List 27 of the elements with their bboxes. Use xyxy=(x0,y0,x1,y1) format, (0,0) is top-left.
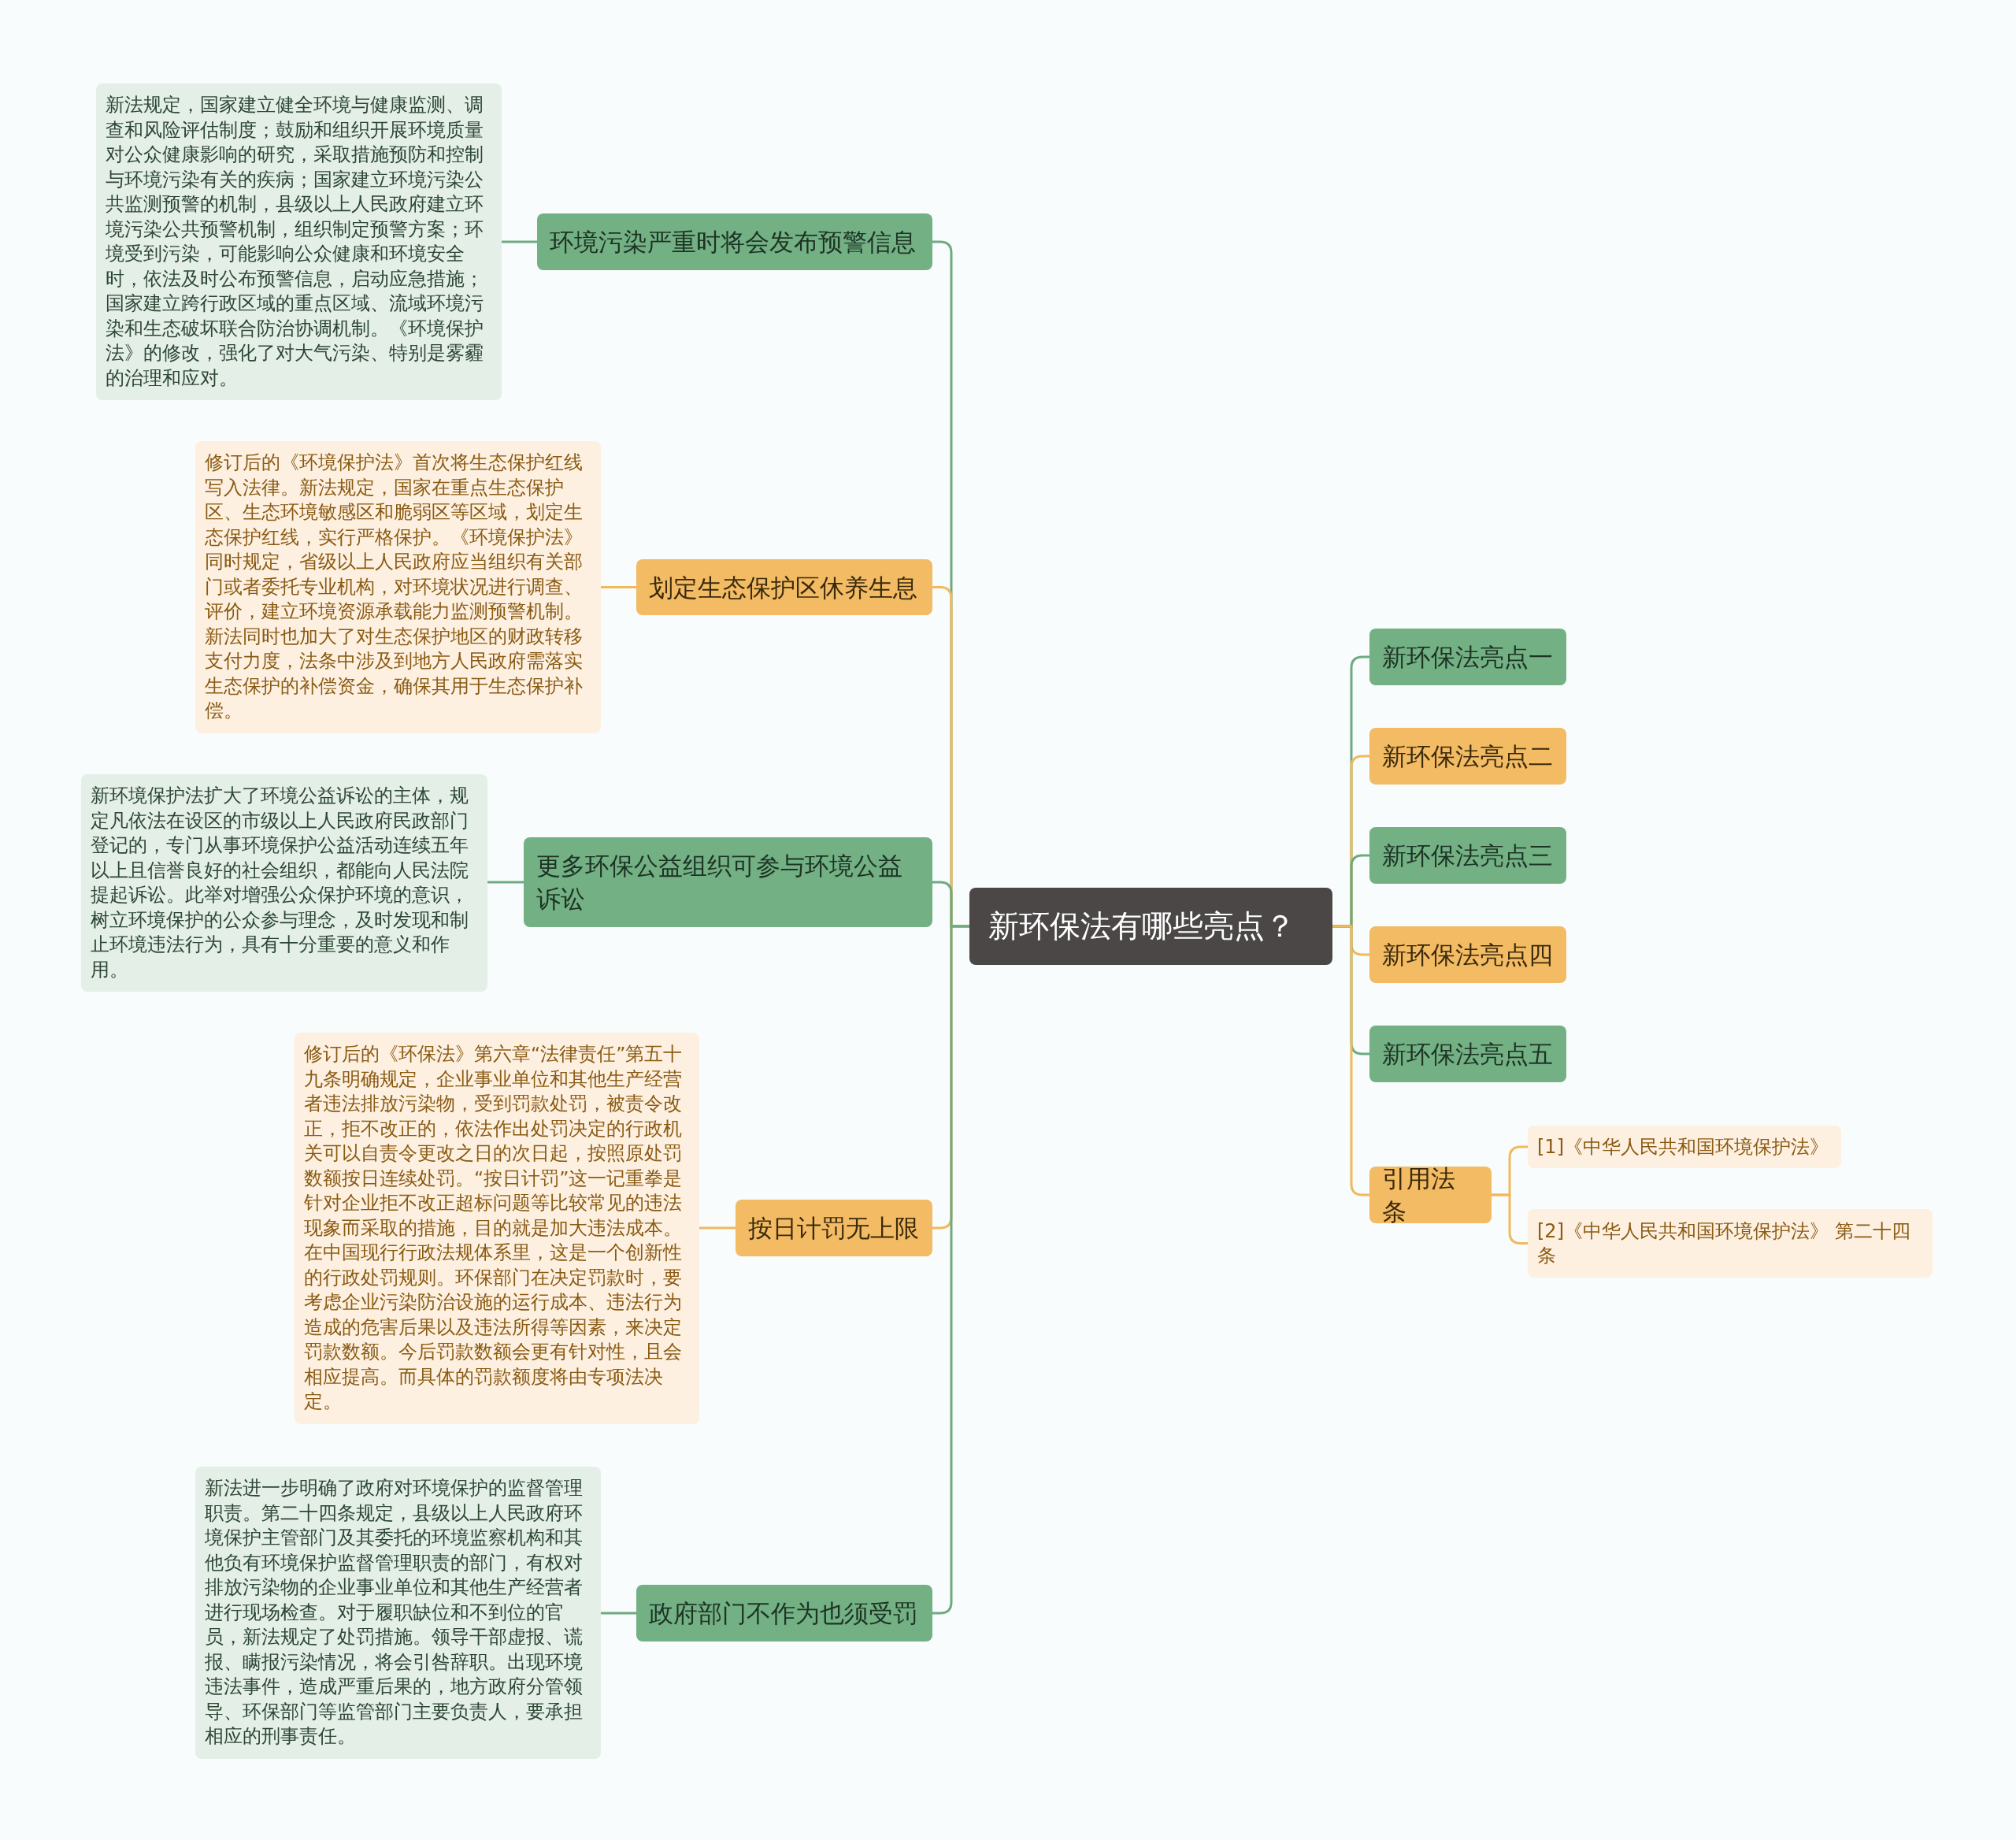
branch-topic: 更多环保公益组织可参与环境公益诉讼 xyxy=(524,837,932,927)
branch-topic: 新环保法亮点二 xyxy=(1369,728,1566,785)
reference-card: [2]《中华人民共和国环境保护法》 第二十四条 xyxy=(1528,1209,1933,1278)
branch-topic: 新环保法亮点三 xyxy=(1369,827,1566,884)
connector-line xyxy=(932,925,969,1615)
note-card: 新环境保护法扩大了环境公益诉讼的主体，规定凡依法在设区的市级以上人民政府民政部门登记的，专门从事环境保护公益活动连续五年以上且信誉良好的社会组织，都能向人民法院提起诉讼。此举对增强公众保护环境的意识，树立环境保护的公众参与理念，及时发现和制止环境违法行为，具有十分重要的意义和作用。 xyxy=(81,774,487,992)
note-card: 修订后的《环保法》第六章“法律责任”第五十九条明确规定，企业事业单位和其他生产经营者违法排放污染物，受到罚款处罚，被责令改正，拒不改正的，依法作出处罚决定的行政机关可以自责令更改之日的次日起，按照原处罚数额按日连续处罚。“按日计罚”这一记重拳是针对企业拒不改正超标问题等比较常见的违法现象而采取的措施，目的就是加大违法成本。在中国现行行政法规体系里，这是一个创新性的行政处罚规则。环保部门在决定罚款时，要考虑企业污染防治设施的运行成本、违法行为造成的危害后果以及违法所得等因素，来决定罚款数额。今后罚款数额会更有针对性，且会相应提高。而具体的罚款额度将由专项法决定。 xyxy=(295,1033,699,1424)
branch-topic: 环境污染严重时将会发布预警信息 xyxy=(537,213,932,270)
branch-topic: 划定生态保护区休养生息 xyxy=(636,559,932,615)
note-card: 新法进一步明确了政府对环境保护的监督管理职责。第二十四条规定，县级以上人民政府环境保护主管部门及其委托的环境监察机构和其他负有环境保护监督管理职责的部门，有权对排放污染物的企业事业单位和其他生产经营者进行现场检查。对于履职缺位和不到位的官员，新法规定了处罚措施。领导干部虚报、谎报、瞒报污染情况，将会引咎辞职。出现环境违法事件，造成严重后果的，地方政府分管领导、环保部门等监管部门主要负责人，要承担相应的刑事责任。 xyxy=(195,1467,601,1759)
branch-topic: 新环保法亮点一 xyxy=(1369,629,1566,685)
connector-line xyxy=(699,1226,736,1230)
connector-line xyxy=(601,586,636,588)
reference-card: [1]《中华人民共和国环境保护法》 xyxy=(1528,1126,1841,1168)
note-card: 修订后的《环境保护法》首次将生态保护红线写入法律。新法规定，国家在重点生态保护区、生态环境敏感区和脆弱区等区域，划定生态保护红线，实行严格保护。《环境保护法》同时规定，省级以上人民政府应当组织有关部门或者委托专业机构，对环境状况进行调查、评价，建立环境资源承载能力监测预警机制。新法同时也加大了对生态保护地区的财政转移支付力度，法条中涉及到地方人民政府需落实生态保护的补偿资金，确保其用于生态保护补偿。 xyxy=(195,441,601,733)
connector-line xyxy=(601,1612,636,1615)
branch-topic: 引用法条 xyxy=(1369,1167,1492,1223)
note-card: 新法规定，国家建立健全环境与健康监测、调查和风险评估制度；鼓励和组织开展环境质量对公众健康影响的研究，采取措施预防和控制与环境污染有关的疾病；国家建立环境污染公共监测预警的机制，县级以上人民政府建立环境污染公共预警机制，组织制定预警方案；环境受到污染，可能影响公众健康和环境安全时，依法及时公布预警信息，启动应急措施；国家建立跨行政区域的重点区域、流域环境污染和生态破坏联合防治协调机制。《环境保护法》的修改，强化了对大气污染、特别是雾霾的治理和应对。 xyxy=(96,83,502,400)
connector-line xyxy=(487,881,524,884)
connector-line xyxy=(1492,1193,1528,1245)
central-topic: 新环保法有哪些亮点？ xyxy=(969,888,1332,965)
branch-topic: 新环保法亮点五 xyxy=(1369,1026,1566,1082)
branch-topic: 新环保法亮点四 xyxy=(1369,926,1566,983)
branch-topic: 按日计罚无上限 xyxy=(736,1200,932,1256)
connector-line xyxy=(1332,925,1369,1196)
branch-topic: 政府部门不作为也须受罚 xyxy=(636,1585,932,1642)
connector-line xyxy=(502,240,537,243)
